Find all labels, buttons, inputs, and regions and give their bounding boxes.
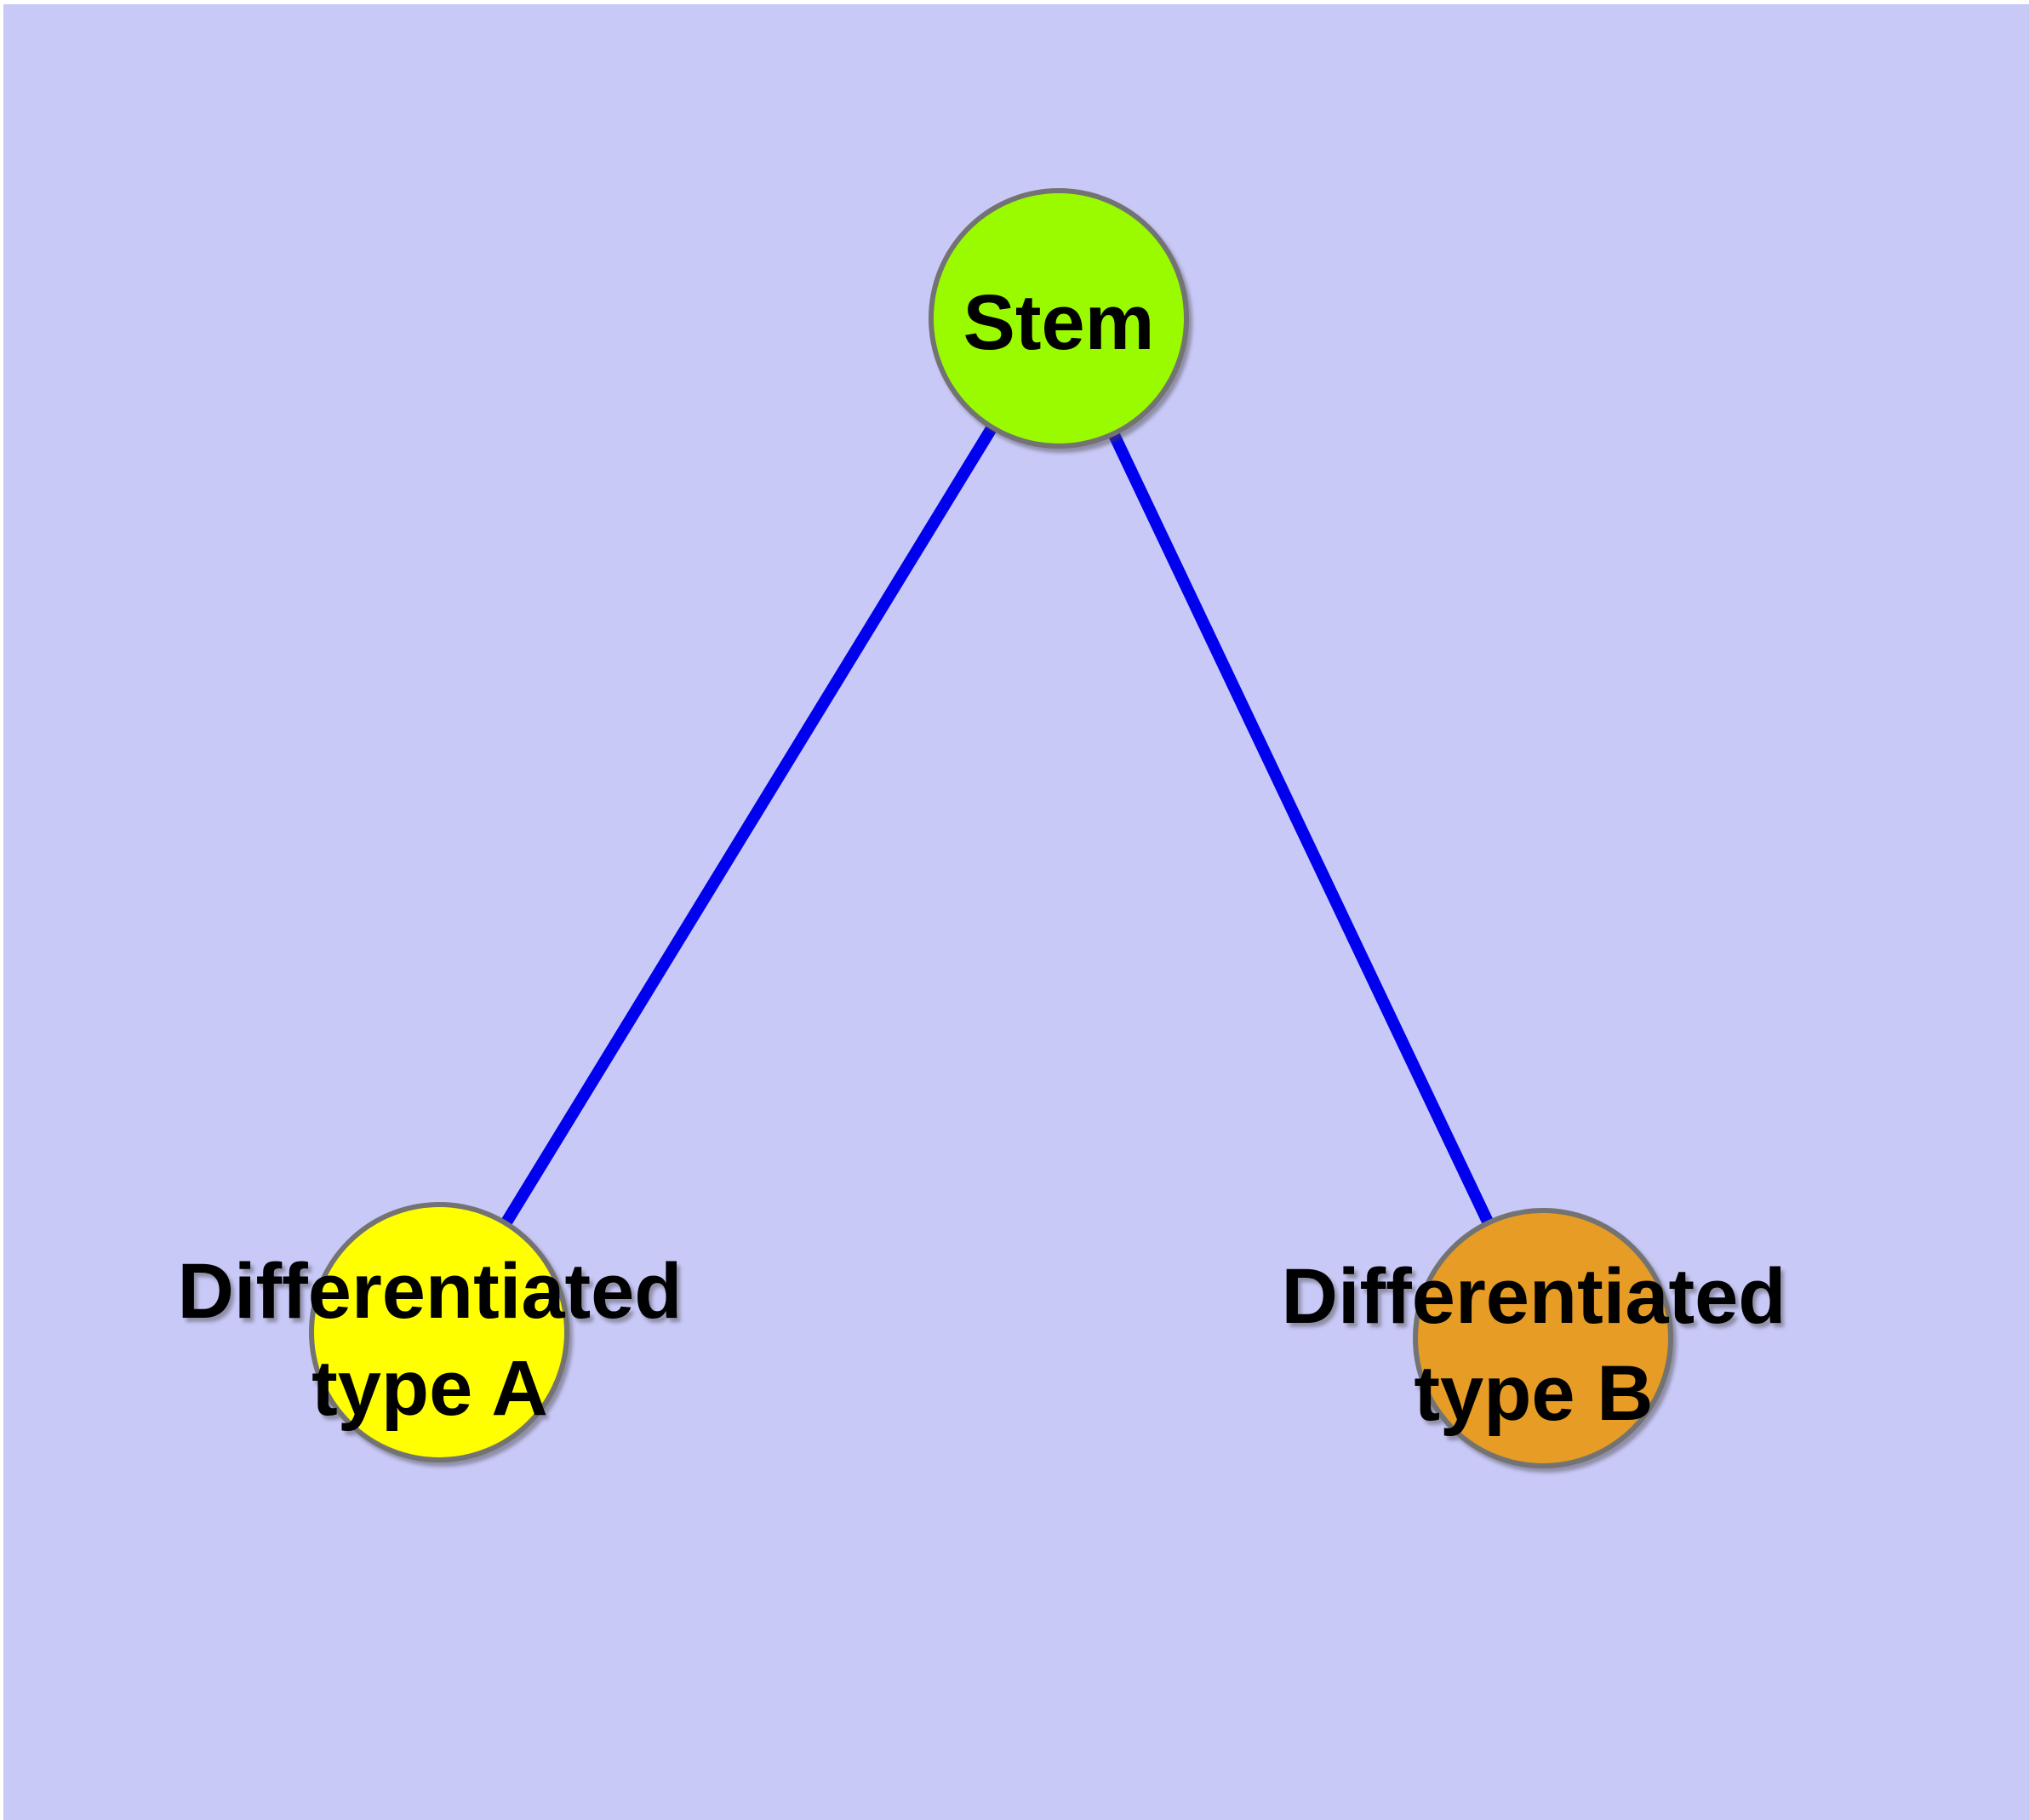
node-type-a-label-line2: type A xyxy=(311,1345,548,1432)
edge-stem-to-type-a xyxy=(434,315,1064,1336)
node-type-b-label-line2: type B xyxy=(1414,1350,1653,1437)
node-differentiated-type-b: Differentiated type B xyxy=(1282,1208,1786,1468)
node-type-a-circle xyxy=(309,1202,569,1462)
node-stem-label: Stem xyxy=(963,279,1155,366)
edge-stem-to-type-b xyxy=(1053,315,1549,1342)
node-stem: Stem xyxy=(929,188,1189,449)
node-type-b-circle xyxy=(1413,1208,1673,1468)
node-type-b-label-line1: Differentiated xyxy=(1282,1253,1786,1340)
node-differentiated-type-a: Differentiated type A xyxy=(178,1202,683,1462)
node-stem-circle xyxy=(929,188,1189,449)
node-type-a-label-line1: Differentiated xyxy=(178,1248,683,1335)
edges xyxy=(434,315,1549,1342)
